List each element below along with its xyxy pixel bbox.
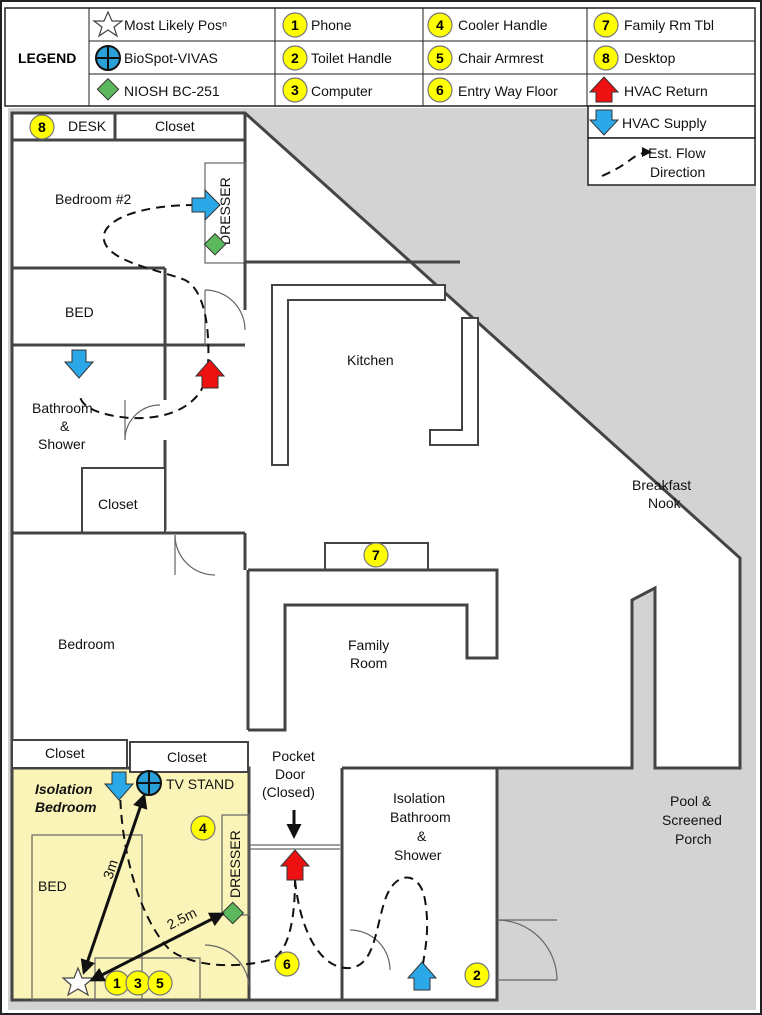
label-bedroom2: Bedroom #2: [55, 191, 131, 207]
legend-hvac-supply: HVAC Supply: [622, 115, 707, 131]
marker-number: 4: [199, 820, 207, 836]
label-isolation-2: Bedroom: [35, 799, 96, 815]
label-isolation-1: Isolation: [35, 781, 93, 797]
label-bathroom-1: Bathroom: [32, 400, 93, 416]
label-dresser-isolation: DRESSER: [227, 830, 243, 898]
label-pool-1: Pool &: [670, 793, 712, 809]
marker-3-icon: [282, 77, 308, 103]
hvac-supply-icon: [588, 109, 620, 136]
label-iso-bath-3: &: [417, 828, 427, 844]
distance-arrow-2-5m: [89, 912, 225, 982]
star-icon: [92, 10, 124, 38]
legend-toilet: Toilet Handle: [311, 50, 392, 66]
marker-2-icon: [282, 45, 308, 71]
niosh-icon: [203, 232, 227, 256]
legend-phone: Phone: [311, 17, 352, 33]
label-iso-bath-1: Isolation: [393, 790, 445, 806]
label-pool-2: Screened: [662, 812, 722, 828]
label-closet-right: Closet: [167, 749, 207, 765]
legend-hvac-return: HVAC Return: [624, 83, 708, 99]
marker-number: 5: [156, 975, 164, 991]
marker-6-icon: [274, 951, 300, 977]
label-kitchen: Kitchen: [347, 352, 394, 368]
label-closet-mid: Closet: [98, 496, 138, 512]
legend-niosh: NIOSH BC-251: [124, 83, 220, 99]
marker-number: 7: [602, 17, 610, 33]
hvac-return-icon: [588, 76, 620, 103]
distance-label-3m: 3m: [100, 857, 121, 880]
marker-number: 6: [436, 82, 444, 98]
label-iso-bath-2: Bathroom: [390, 809, 451, 825]
marker-number: 2: [291, 50, 299, 66]
legend-computer: Computer: [311, 83, 373, 99]
marker-number: 1: [291, 17, 299, 33]
legend-entry: Entry Way Floor: [458, 83, 558, 99]
marker-number: 8: [38, 119, 46, 135]
flow-direction-icon: [601, 147, 652, 177]
legend-biospot: BioSpot-VIVAS: [124, 50, 218, 66]
marker-4-icon: [190, 815, 216, 841]
label-bedroom: Bedroom: [58, 636, 115, 652]
marker-number: 2: [473, 967, 481, 983]
biospot-icon: [136, 770, 162, 796]
hvac-return-icon: [279, 849, 311, 881]
marker-5-icon: [427, 45, 453, 71]
label-family-2: Room: [350, 655, 387, 671]
legend-cooler: Cooler Handle: [458, 17, 548, 33]
marker-6-icon: [427, 77, 453, 103]
marker-number: 3: [291, 82, 299, 98]
marker-4-icon: [427, 12, 453, 38]
marker-number: 4: [436, 17, 444, 33]
niosh-icon: [96, 77, 120, 101]
label-closet-top: Closet: [155, 118, 195, 134]
niosh-icon: [221, 901, 245, 925]
label-breakfast-1: Breakfast: [632, 477, 691, 493]
hvac-supply-icon: [63, 349, 95, 379]
label-pocket-3: (Closed): [262, 784, 315, 800]
marker-8-icon: [29, 114, 55, 140]
biospot-icon: [95, 45, 121, 71]
marker-number: 6: [283, 956, 291, 972]
marker-7-icon: [593, 12, 619, 38]
hvac-return-icon: [194, 359, 226, 389]
label-dresser-top: DRESSER: [217, 177, 233, 245]
label-family-1: Family: [348, 637, 389, 653]
legend-flow-1: Est. Flow: [648, 145, 706, 161]
marker-number: 7: [372, 547, 380, 563]
marker-7-icon: [363, 542, 389, 568]
label-bed-top: BED: [65, 304, 94, 320]
marker-1-icon: [282, 12, 308, 38]
legend: LEGEND Most Likely Posⁿ BioSpot-VIVAS NI…: [4, 7, 756, 107]
marker-number: 3: [134, 975, 142, 991]
label-iso-bath-4: Shower: [394, 847, 442, 863]
legend-desktop: Desktop: [624, 50, 676, 66]
label-desk: DESK: [68, 118, 107, 134]
legend-family-tbl: Family Rm Tbl: [624, 17, 714, 33]
label-tv-stand: TV STAND: [166, 776, 234, 792]
label-bed-isolation: BED: [38, 878, 67, 894]
hvac-supply-icon: [191, 188, 221, 222]
legend-title: LEGEND: [18, 50, 76, 66]
marker-number: 8: [602, 50, 610, 66]
label-pocket-2: Door: [275, 766, 306, 782]
marker-2-icon: [464, 962, 490, 988]
label-pool-3: Porch: [675, 831, 712, 847]
label-pocket-1: Pocket: [272, 748, 315, 764]
marker-number: 1: [113, 975, 121, 991]
legend-extension: HVAC Supply Est. Flow Direction: [587, 105, 756, 186]
hvac-supply-icon: [103, 771, 135, 801]
label-closet-left: Closet: [45, 745, 85, 761]
hvac-supply-icon: [406, 961, 438, 991]
legend-chair: Chair Armrest: [458, 50, 544, 66]
legend-flow-2: Direction: [650, 164, 705, 180]
marker-8-icon: [593, 45, 619, 71]
label-breakfast-2: Nook: [648, 495, 682, 511]
label-bathroom-3: Shower: [38, 436, 86, 452]
legend-most-likely: Most Likely Posⁿ: [124, 17, 227, 33]
marker-number: 5: [436, 50, 444, 66]
label-bathroom-2: &: [60, 418, 70, 434]
